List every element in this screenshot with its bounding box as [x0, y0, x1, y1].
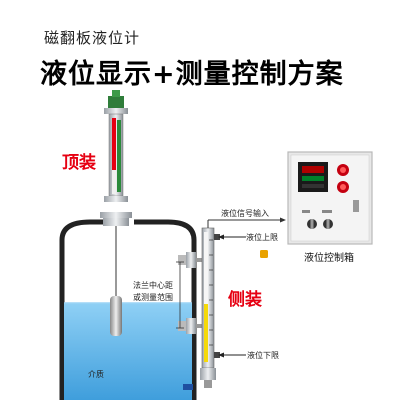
upper-limit-arrow [218, 234, 224, 240]
top-mounted-gauge [100, 90, 132, 336]
upper-flange [186, 252, 196, 268]
top-mount-label: 顶装 [62, 153, 96, 173]
upper-limit-label: 液位上限 [246, 233, 278, 242]
flange-distance-dimension [176, 261, 184, 329]
alarm-lamp [260, 250, 268, 258]
medium-label: 介质 [88, 370, 104, 379]
signal-input-label: 液位信号输入 [221, 209, 269, 218]
flange-note-line-2: 或测量范围 [133, 293, 173, 302]
gauge-head [108, 96, 124, 108]
top-flange [100, 212, 132, 218]
scale-ticks [209, 239, 213, 346]
page-headline: 液位显示+测量控制方案 [40, 59, 344, 90]
drain-valve [183, 384, 193, 390]
liquid-medium [64, 303, 192, 400]
side-mount-label: 侧装 [228, 290, 262, 310]
cabinet-latch [353, 200, 359, 212]
float-ball [110, 296, 122, 336]
lower-limit-switch [214, 352, 246, 358]
control-cabinet [287, 151, 373, 245]
lower-flange [186, 318, 196, 334]
upper-limit-switch [214, 234, 246, 240]
tank [59, 219, 197, 400]
product-subtitle: 磁翻板液位计 [44, 29, 141, 47]
controller-label: 液位控制箱 [304, 253, 354, 264]
red-indicator-column [112, 118, 116, 170]
lower-limit-arrow [218, 352, 224, 358]
signal-arrow [280, 217, 286, 223]
flange-distance-note: 法兰中心距 或测量范围 [133, 280, 173, 304]
signal-line [207, 217, 286, 228]
lower-limit-label: 液位下限 [247, 351, 279, 360]
scale-ruler [117, 120, 121, 192]
yellow-indicator-column [204, 304, 208, 362]
flange-note-line-1: 法兰中心距 [133, 281, 173, 290]
